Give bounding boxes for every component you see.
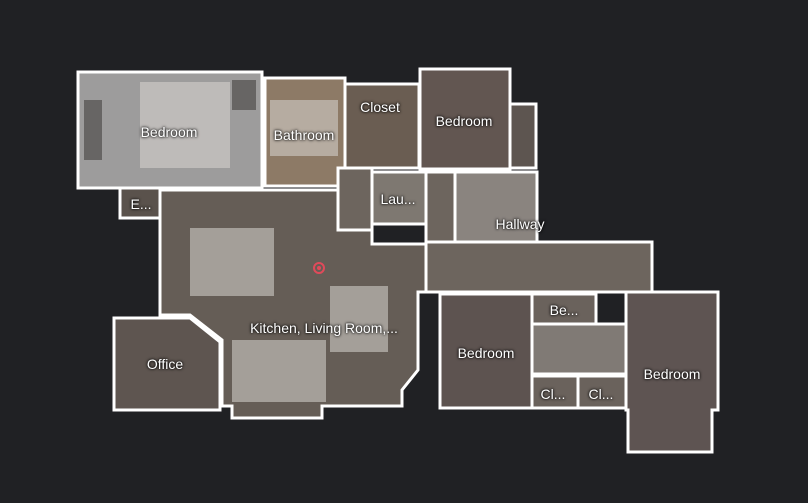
- room-bedroom-4[interactable]: [624, 290, 720, 454]
- room-hall-strip[interactable]: [424, 170, 457, 244]
- label-bedroom-small[interactable]: Be...: [549, 302, 579, 318]
- label-closet-a[interactable]: Cl...: [540, 386, 566, 402]
- label-office[interactable]: Office: [146, 356, 184, 372]
- label-hallway[interactable]: Hallway: [495, 216, 545, 232]
- label-closet[interactable]: Closet: [360, 99, 400, 115]
- label-bedroom-3[interactable]: Bedroom: [457, 345, 515, 361]
- room-closet[interactable]: [343, 82, 421, 170]
- label-bedroom-1[interactable]: Bedroom: [140, 124, 198, 140]
- room-passage[interactable]: [336, 166, 374, 232]
- label-bedroom-4[interactable]: Bedroom: [643, 366, 701, 382]
- label-closet-b[interactable]: Cl...: [588, 386, 614, 402]
- room-bath-lower[interactable]: [530, 322, 628, 376]
- room-closet-narrow[interactable]: [508, 102, 538, 170]
- label-entry[interactable]: E...: [130, 196, 152, 212]
- room-laundry[interactable]: [370, 170, 428, 226]
- room-hall-bath[interactable]: [453, 170, 539, 244]
- location-marker-icon[interactable]: [313, 262, 325, 274]
- label-laundry[interactable]: Lau...: [380, 191, 416, 207]
- room-office[interactable]: [112, 316, 222, 412]
- label-kitchen-living[interactable]: Kitchen, Living Room,...: [250, 320, 398, 336]
- label-bathroom[interactable]: Bathroom: [273, 127, 335, 143]
- label-bedroom-2[interactable]: Bedroom: [435, 113, 493, 129]
- room-entry[interactable]: [118, 186, 164, 220]
- room-hallway[interactable]: [424, 240, 654, 294]
